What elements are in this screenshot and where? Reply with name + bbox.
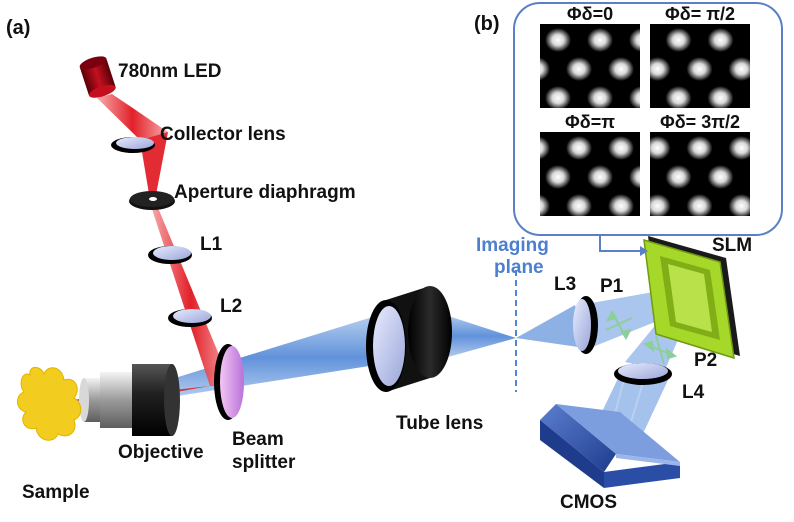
illumination-spot xyxy=(608,57,634,81)
p1-label: P1 xyxy=(600,276,624,297)
illumination-spot xyxy=(461,86,487,110)
illumination-spot xyxy=(566,57,592,81)
sample-label: Sample xyxy=(22,482,90,503)
illumination-spot xyxy=(728,136,750,160)
cmos-camera xyxy=(540,404,680,488)
illumination-spot xyxy=(587,165,613,189)
illumination-spot xyxy=(629,28,640,52)
illumination-spot xyxy=(665,28,692,52)
illumination-spot xyxy=(749,94,750,102)
illumination-spot xyxy=(665,86,692,108)
illumination-spot xyxy=(707,86,734,108)
collector-lens xyxy=(111,137,155,153)
phase-label: Φδ= 3π/2 xyxy=(660,112,740,132)
tube-lens-label: Tube lens xyxy=(396,413,483,434)
imaging-plane-label-line1: Imaging xyxy=(476,235,549,256)
sample xyxy=(17,366,82,441)
phase-label: Φδ= π/2 xyxy=(665,4,735,24)
illumination-spot xyxy=(540,136,550,160)
objective-label: Objective xyxy=(118,442,204,463)
phase-pattern-0: Φδ=0 xyxy=(461,4,640,139)
slm xyxy=(643,236,740,360)
imaging-plane-label-line2: plane xyxy=(494,257,544,278)
illumination-spot xyxy=(629,165,640,189)
l4-label: L4 xyxy=(682,382,705,403)
illumination-spot xyxy=(707,28,734,52)
aperture-diaphragm xyxy=(129,191,175,210)
illumination-spot xyxy=(545,86,571,108)
illumination-spot xyxy=(686,57,713,81)
illumination-spot xyxy=(728,194,750,216)
aperture-diaphragm-label: Aperture diaphragm xyxy=(174,182,356,203)
illumination-spot xyxy=(686,136,713,160)
collector-lens-label: Collector lens xyxy=(160,124,286,145)
panel-b-label: (b) xyxy=(474,13,500,35)
slm-label: SLM xyxy=(712,235,752,256)
led-label: 780nm LED xyxy=(118,61,221,82)
illumination-spot xyxy=(482,115,508,139)
phase-pattern-grid: Φδ=0 Φδ= π/2Φδ=π Φδ= 3π/2 xyxy=(461,4,750,218)
illumination-spot xyxy=(587,86,613,108)
beam-splitter xyxy=(214,344,244,420)
panel-connector-arrowhead xyxy=(640,246,648,256)
illumination-spot xyxy=(540,194,550,216)
illumination-spot xyxy=(545,28,571,52)
illumination-spot xyxy=(629,86,640,108)
illumination-spot xyxy=(686,194,713,216)
red-beam-led-to-collector xyxy=(97,94,168,140)
illumination-spot xyxy=(728,57,750,81)
illumination-spot xyxy=(650,136,671,160)
illumination-spot xyxy=(665,165,692,189)
phase-pattern-3: Φδ= 3π/2 xyxy=(650,112,750,216)
blue-beam-objective-to-tube xyxy=(120,310,395,405)
panel-connector xyxy=(599,235,640,252)
phase-pattern-1: Φδ= π/2 xyxy=(650,4,750,108)
illumination-spot xyxy=(650,57,671,81)
p1-polarization-arrow xyxy=(605,310,633,340)
beam-splitter-label-line1: Beam xyxy=(232,429,284,450)
illumination-spot xyxy=(566,136,592,160)
illumination-spot xyxy=(482,57,508,81)
illumination-spot xyxy=(707,165,734,189)
illumination-spot xyxy=(545,165,571,189)
illumination-spot xyxy=(587,28,613,52)
lens-l3 xyxy=(573,296,598,354)
tube-lens xyxy=(366,286,452,392)
blue-beam-plane-to-l3 xyxy=(516,305,585,348)
lens-l4 xyxy=(614,363,672,385)
cmos-label: CMOS xyxy=(560,492,617,513)
lens-l2 xyxy=(168,309,212,327)
p2-label: P2 xyxy=(694,350,717,371)
illumination-spot xyxy=(482,136,508,160)
illumination-spot xyxy=(749,36,750,44)
illumination-spot xyxy=(608,194,634,216)
phase-pattern-2: Φδ=π xyxy=(482,78,640,218)
lens-l1 xyxy=(148,246,192,264)
led-source xyxy=(79,56,116,98)
illumination-spot xyxy=(482,78,508,102)
panel-a-label: (a) xyxy=(6,17,30,39)
l1-label: L1 xyxy=(200,234,223,255)
illumination-spot xyxy=(749,173,750,181)
illumination-spot xyxy=(540,57,550,81)
illumination-spot xyxy=(608,136,634,160)
beam-splitter-label-line2: splitter xyxy=(232,452,296,473)
phase-label: Φδ=π xyxy=(565,112,615,132)
objective xyxy=(79,364,180,436)
illumination-spot xyxy=(566,194,592,216)
illumination-spot xyxy=(650,194,671,216)
illumination-spot xyxy=(482,194,508,218)
l2-label: L2 xyxy=(220,296,242,317)
phase-label: Φδ=0 xyxy=(567,4,613,24)
p2-polarization-arrow xyxy=(642,335,678,365)
l3-label: L3 xyxy=(554,274,576,295)
